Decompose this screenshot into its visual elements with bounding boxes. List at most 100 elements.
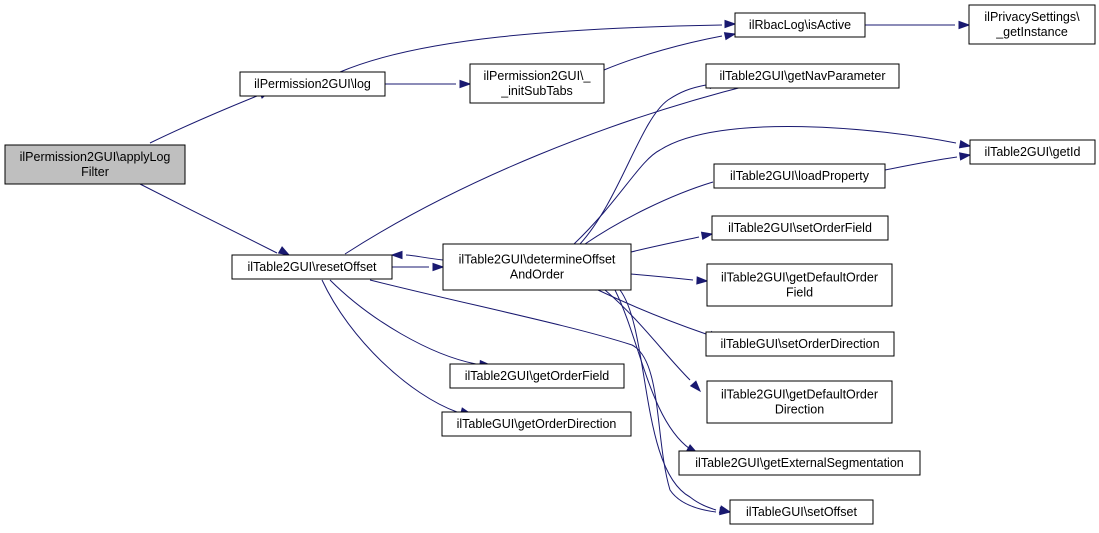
node-label-line: ilTable2GUI\getExternalSegmentation <box>695 456 904 470</box>
edge-line <box>884 156 958 171</box>
node-initSubTabs[interactable]: ilPermission2GUI\__initSubTabs <box>469 63 605 104</box>
node-label-line: ilTableGUI\setOrderDirection <box>720 337 879 351</box>
arrowhead <box>958 140 972 149</box>
node-box <box>706 380 893 424</box>
node-label-line: _getInstance <box>995 25 1068 39</box>
node-label-line: ilPermission2GUI\log <box>254 77 371 91</box>
arrowhead <box>958 20 971 30</box>
node-log[interactable]: ilPermission2GUI\log <box>239 71 386 97</box>
node-label-line: Field <box>786 286 813 300</box>
edge-line <box>321 279 458 413</box>
edge-line <box>405 254 444 261</box>
node-setOffset[interactable]: ilTableGUI\setOffset <box>729 499 874 525</box>
node-resetOffset[interactable]: ilTable2GUI\resetOffset <box>231 254 393 280</box>
nodes-layer: ilPermission2GUI\applyLogFilterilPermiss… <box>4 4 1096 525</box>
node-label-line: ilRbacLog\isActive <box>749 18 851 32</box>
edge-applyLogFilter-to-resetOffset <box>139 183 291 256</box>
node-label-line: ilTable2GUI\determineOffset <box>459 253 616 267</box>
node-box <box>734 12 866 38</box>
node-box <box>706 263 893 307</box>
arrowhead <box>718 505 732 514</box>
edge-line <box>579 84 707 245</box>
arrowhead <box>689 380 702 393</box>
node-label-line: Filter <box>81 165 109 179</box>
node-label-line: ilTableGUI\setOffset <box>746 505 857 519</box>
edge-line <box>604 289 691 381</box>
node-label-line: ilTable2GUI\loadProperty <box>730 169 870 183</box>
edge-line <box>573 126 957 245</box>
node-isActive[interactable]: ilRbacLog\isActive <box>734 12 866 38</box>
node-label-line: ilTable2GUI\getId <box>985 145 1081 159</box>
node-label-line: _initSubTabs <box>500 84 573 98</box>
node-label-line: ilTable2GUI\resetOffset <box>248 260 378 274</box>
edge-resetOffset-to-determine <box>392 262 445 272</box>
edge-loadProperty-to-getId <box>884 152 972 171</box>
node-privacy[interactable]: ilPrivacySettings\_getInstance <box>968 4 1096 45</box>
node-label-line: ilTable2GUI\getDefaultOrder <box>721 271 878 285</box>
edge-line <box>139 183 278 254</box>
node-box <box>711 215 889 241</box>
arrowhead <box>277 246 291 256</box>
node-label-line: AndOrder <box>510 268 564 282</box>
edge-line <box>344 83 755 255</box>
node-label-line: ilTableGUI\getOrderDirection <box>457 417 617 431</box>
node-box <box>231 254 393 280</box>
edge-determine-to-setOrderDirection <box>597 289 722 339</box>
node-label-line: ilPermission2GUI\applyLog <box>20 150 171 164</box>
arrowhead <box>959 152 972 161</box>
edge-determine-to-getNavParameter <box>579 80 722 245</box>
node-getExternalSegmentation[interactable]: ilTable2GUI\getExternalSegmentation <box>678 450 921 476</box>
arrowhead <box>724 19 737 29</box>
node-box <box>678 450 921 476</box>
edge-determine-to-setOffset <box>619 289 732 514</box>
edge-line <box>369 279 717 513</box>
edge-determine-to-setOrderField <box>630 231 714 253</box>
edge-line <box>630 236 700 253</box>
node-label-line: ilTable2GUI\getNavParameter <box>719 69 885 83</box>
edge-line <box>603 35 723 71</box>
edge-resetOffset-to-getOrderDirection <box>321 279 473 416</box>
node-getOrderDirection[interactable]: ilTableGUI\getOrderDirection <box>441 411 632 437</box>
node-box <box>449 363 625 389</box>
arrowhead <box>459 79 472 89</box>
edge-line <box>149 95 258 144</box>
node-getId[interactable]: ilTable2GUI\getId <box>969 139 1096 165</box>
edge-initSubTabs-to-isActive <box>603 32 737 71</box>
node-label-line: ilPrivacySettings\ <box>984 10 1080 24</box>
edge-line <box>339 24 723 73</box>
edge-line <box>597 289 707 335</box>
edge-line <box>619 289 717 511</box>
node-label-line: ilTable2GUI\setOrderField <box>728 221 872 235</box>
arrowhead <box>700 231 714 240</box>
node-setOrderField[interactable]: ilTable2GUI\setOrderField <box>711 215 889 241</box>
node-box <box>442 243 632 291</box>
edge-line <box>329 279 477 365</box>
node-box <box>4 144 186 185</box>
edge-determine-to-getDefaultOrderField <box>630 273 709 285</box>
arrowhead <box>390 250 403 260</box>
node-loadProperty[interactable]: ilTable2GUI\loadProperty <box>713 163 886 189</box>
edge-log-to-initSubTabs <box>385 79 472 89</box>
node-getOrderField[interactable]: ilTable2GUI\getOrderField <box>449 363 625 389</box>
edge-resetOffset-to-getNavParameter <box>344 79 769 255</box>
edge-resetOffset-to-getOrderField <box>329 279 492 369</box>
edge-line <box>614 289 691 450</box>
edge-line <box>630 273 694 281</box>
node-label-line: ilTable2GUI\getOrderField <box>465 369 610 383</box>
node-box <box>729 499 874 525</box>
node-box <box>713 163 886 189</box>
node-getNavParameter[interactable]: ilTable2GUI\getNavParameter <box>705 63 900 89</box>
node-box <box>968 4 1096 45</box>
edge-isActive-to-privacy <box>865 20 971 30</box>
arrowhead <box>696 276 709 285</box>
edge-line <box>584 181 714 245</box>
arrowhead <box>723 32 737 41</box>
node-setOrderDirection[interactable]: ilTableGUI\setOrderDirection <box>705 331 895 357</box>
node-box <box>441 411 632 437</box>
node-box <box>239 71 386 97</box>
